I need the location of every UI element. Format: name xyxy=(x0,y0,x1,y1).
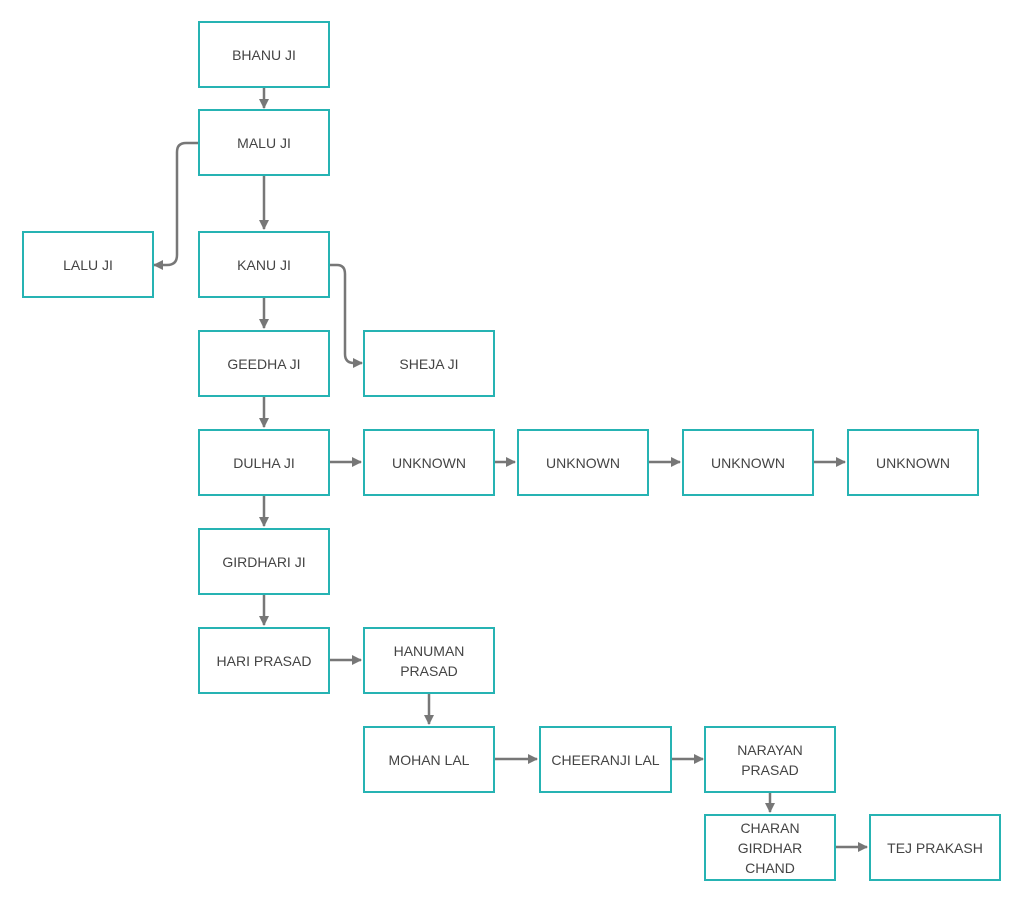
node-label: UNKNOWN xyxy=(876,454,950,471)
node-label: GIRDHARI JI xyxy=(222,553,306,570)
node-label: MOHAN LAL xyxy=(388,751,470,768)
node-kanu-ji[interactable]: KANU JI xyxy=(198,231,330,298)
node-hanuman-prasad[interactable]: HANUMAN PRASAD xyxy=(363,627,495,694)
node-cheeranji-lal[interactable]: CHEERANJI LAL xyxy=(539,726,672,793)
node-label: DULHA JI xyxy=(233,454,295,471)
node-label: SHEJA JI xyxy=(399,355,459,372)
node-label: HANUMAN PRASAD xyxy=(393,642,465,679)
edge-malu-lalu xyxy=(153,141,198,270)
node-label: CHARAN GIRDHAR CHAND xyxy=(737,819,803,876)
node-label: UNKNOWN xyxy=(546,454,620,471)
node-malu-ji[interactable]: MALU JI xyxy=(198,109,330,176)
node-dulha-ji[interactable]: DULHA JI xyxy=(198,429,330,496)
node-label: UNKNOWN xyxy=(711,454,785,471)
node-lalu-ji[interactable]: LALU JI xyxy=(22,231,154,298)
edge-kanu-sheja xyxy=(330,263,363,368)
node-geedha-ji[interactable]: GEEDHA JI xyxy=(198,330,330,397)
node-unknown-1[interactable]: UNKNOWN xyxy=(363,429,495,496)
node-sheja-ji[interactable]: SHEJA JI xyxy=(363,330,495,397)
node-narayan-prasad[interactable]: NARAYAN PRASAD xyxy=(704,726,836,793)
node-unknown-2[interactable]: UNKNOWN xyxy=(517,429,649,496)
node-tej-prakash[interactable]: TEJ PRAKASH xyxy=(869,814,1001,881)
node-label: NARAYAN PRASAD xyxy=(737,741,803,778)
node-label: GEEDHA JI xyxy=(227,355,301,372)
edges-layer xyxy=(153,88,868,852)
node-label: HARI PRASAD xyxy=(216,652,312,669)
node-unknown-3[interactable]: UNKNOWN xyxy=(682,429,814,496)
node-unknown-4[interactable]: UNKNOWN xyxy=(847,429,979,496)
node-label: UNKNOWN xyxy=(392,454,466,471)
node-bhanu-ji[interactable]: BHANU JI xyxy=(198,21,330,88)
node-label: LALU JI xyxy=(63,256,113,273)
node-label: BHANU JI xyxy=(232,46,296,63)
node-label: TEJ PRAKASH xyxy=(887,839,983,856)
node-label: KANU JI xyxy=(237,256,291,273)
node-hari-prasad[interactable]: HARI PRASAD xyxy=(198,627,330,694)
node-label: MALU JI xyxy=(237,134,291,151)
node-charan-girdhar-chand[interactable]: CHARAN GIRDHAR CHAND xyxy=(704,814,836,881)
node-girdhari-ji[interactable]: GIRDHARI JI xyxy=(198,528,330,595)
node-mohan-lal[interactable]: MOHAN LAL xyxy=(363,726,495,793)
node-label: CHEERANJI LAL xyxy=(551,751,660,768)
